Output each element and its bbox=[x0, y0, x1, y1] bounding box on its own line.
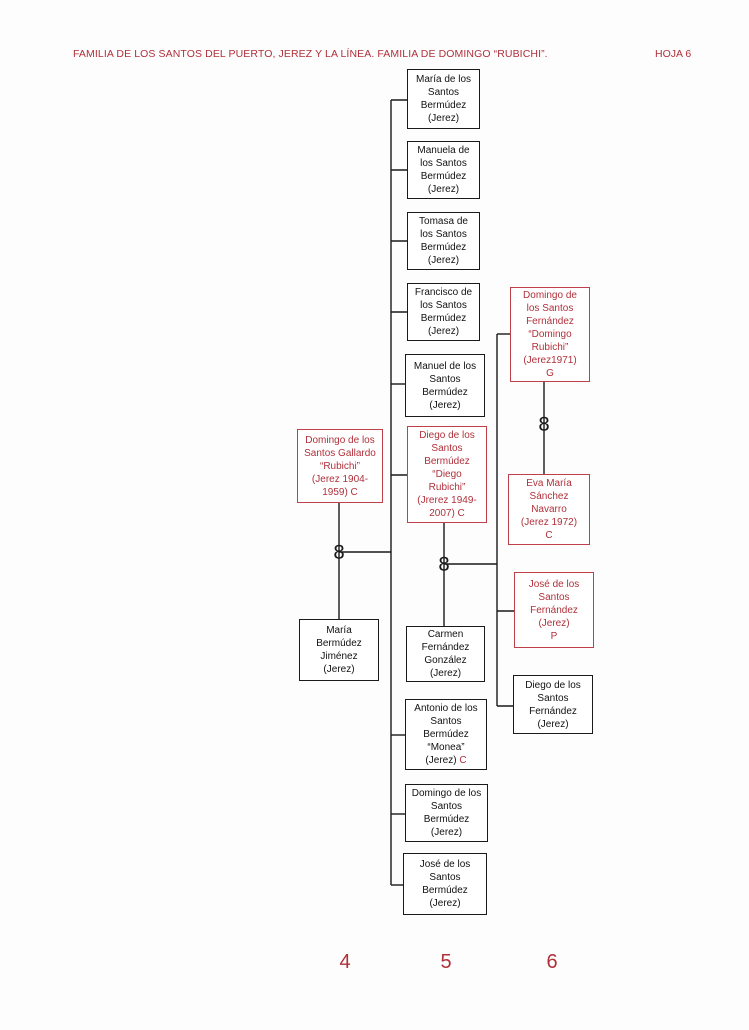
generation-number-6: 6 bbox=[546, 951, 558, 973]
person-diego-santos-bermudez: Diego de los Santos Bermúdez “Diego Rubi… bbox=[407, 426, 487, 523]
person-jose-santos-fernandez: José de los Santos Fernández (Jerez) P bbox=[514, 572, 594, 648]
person-tomasa-santos-bermudez: Tomasa de los Santos Bermúdez (Jerez) bbox=[407, 212, 480, 270]
marriage-symbol: 8 bbox=[537, 413, 551, 436]
header-title: FAMILIA DE LOS SANTOS DEL PUERTO, JEREZ … bbox=[73, 48, 548, 60]
generation-number-5: 5 bbox=[440, 951, 452, 973]
generation-number-4: 4 bbox=[339, 951, 351, 973]
person-maria-bermudez-jimenez: María Bermúdez Jiménez (Jerez) bbox=[299, 619, 379, 681]
person-carmen-fernandez-gonzalez: Carmen Fernández González (Jerez) bbox=[406, 626, 485, 682]
marriage-symbol: 8 bbox=[332, 541, 346, 564]
person-eva-maria-sanchez-navarro: Eva María Sánchez Navarro (Jerez 1972) C bbox=[508, 474, 590, 545]
person-francisco-santos-bermudez: Francisco de los Santos Bermúdez (Jerez) bbox=[407, 283, 480, 341]
person-domingo-santos-bermudez: Domingo de los Santos Bermúdez (Jerez) bbox=[405, 784, 488, 842]
person-domingo-santos-fernandez: Domingo de los Santos Fernández “Domingo… bbox=[510, 287, 590, 382]
person-manuel-santos-bermudez: Manuel de los Santos Bermúdez (Jerez) bbox=[405, 354, 485, 417]
person-maria-santos-bermudez: María de los Santos Bermúdez (Jerez) bbox=[407, 69, 480, 129]
sheet-number: HOJA 6 bbox=[655, 48, 692, 60]
person-antonio-santos-bermudez: Antonio de los Santos Bermúdez “Monea” (… bbox=[405, 699, 487, 770]
person-manuela-santos-bermudez: Manuela de los Santos Bermúdez (Jerez) bbox=[407, 141, 480, 199]
marriage-symbol: 8 bbox=[437, 553, 451, 576]
person-domingo-santos-gallardo: Domingo de los Santos Gallardo “Rubichi”… bbox=[297, 429, 383, 503]
antonio-status-code: C bbox=[459, 755, 467, 766]
person-diego-santos-fernandez: Diego de los Santos Fernández (Jerez) bbox=[513, 675, 593, 734]
person-jose-santos-bermudez: José de los Santos Bermúdez (Jerez) bbox=[403, 853, 487, 915]
